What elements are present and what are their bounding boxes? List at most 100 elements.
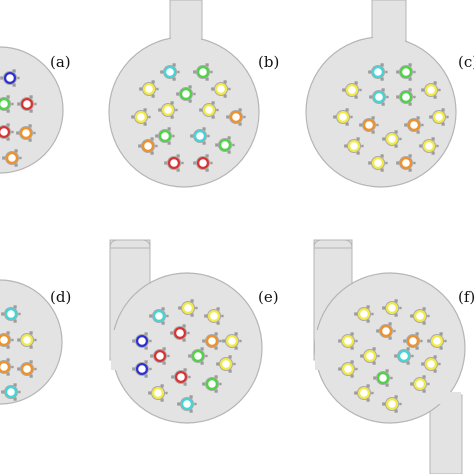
tube-fin [385,383,389,387]
tube-fin [380,77,384,81]
tube-fin [354,391,357,395]
tube-core [416,312,424,320]
tube-fin [216,108,219,112]
tube-fin [376,123,379,127]
tube-e-47 [202,332,222,350]
tube-fin [17,338,20,342]
tube-fin [433,81,437,85]
tube-core [137,113,145,121]
tube-fin [190,299,194,303]
tube-fin [228,355,232,359]
tube-fin [194,402,197,406]
tube-fin [403,339,406,343]
tube-fin [350,115,353,119]
tube-b-20 [193,154,213,172]
tube-fin [380,63,384,67]
tube-fin [34,102,37,106]
panel-label-a: (a) [50,53,71,71]
tube-fin [1,390,4,394]
tube-fin [433,369,437,373]
tube-fin [411,354,414,358]
tube-fin [232,143,235,147]
tube-fin [356,151,360,155]
tube-fin [388,336,392,340]
tube-fin [171,375,174,379]
tube-fin [394,395,398,399]
tube-core [205,106,213,114]
tube-fin [355,367,358,371]
tube-fin [13,319,17,323]
tube-fin [243,115,246,119]
tube-fin [413,161,416,165]
tube-fin [366,384,370,388]
panel-label-f: (f) [458,288,474,306]
tube-fin [356,137,360,141]
tube-core [155,312,163,320]
tube-fin [238,122,242,126]
tube-fin [431,137,435,141]
tube-core [0,128,8,136]
tube-fin [17,102,20,106]
tube-fin [132,339,135,343]
tube-core [144,142,152,150]
tube-fin [34,367,37,371]
tube-fin [188,375,191,379]
tube-fin [421,362,424,366]
tube-f-64 [360,347,380,365]
tube-fin [394,313,398,317]
tube-fin [139,87,142,91]
tube-b-19 [164,154,184,172]
tube-f-67 [338,360,358,378]
tube-fin [369,95,372,99]
tube-c-22 [396,63,416,81]
tube-f-68 [373,369,393,387]
tube-fin [415,332,419,336]
tube-e-48 [222,332,242,350]
tube-fin [160,384,164,388]
tube-fin [354,81,358,85]
tube-fin [413,95,416,99]
tube-core [166,68,174,76]
tube-fin [172,77,176,81]
tube-fin [29,374,33,378]
tube-fin [372,347,376,351]
tube-fin [396,161,399,165]
tube-fin [427,339,430,343]
tube-f-61 [403,332,423,350]
tube-fin [427,382,430,386]
tube-c-35 [396,154,416,172]
tube-fin [189,409,193,413]
tube-fin [396,70,399,74]
tube-fin [216,321,220,325]
pipe-joint-b [171,36,201,50]
tube-core [360,389,368,397]
tube-fin [385,369,389,373]
tube-core [365,121,373,129]
tube-fin [238,108,242,112]
tube-fin [239,339,242,343]
tube-core [232,113,240,121]
tube-fin [188,354,191,358]
tube-fin [399,137,402,141]
tube-core [145,85,153,93]
pipe-cap-f [313,239,353,249]
tube-fin [214,389,218,393]
tube-fin [131,115,134,119]
tube-fin [0,76,3,80]
tube-fin [441,122,445,126]
tube-core [183,400,191,408]
tube-fin [29,95,33,99]
tube-fin [6,358,10,362]
tube-fin [202,339,205,343]
tube-fin [160,70,163,74]
tube-fin [150,137,154,141]
tube-fin [148,391,151,395]
tube-a-1 [0,95,14,113]
tube-core [177,373,185,381]
tube-fin [421,123,424,127]
tube-core [360,310,368,318]
tube-core [0,363,8,371]
tube-b-7 [193,63,213,81]
tube-fin [144,360,148,364]
tube-fin [371,312,374,316]
